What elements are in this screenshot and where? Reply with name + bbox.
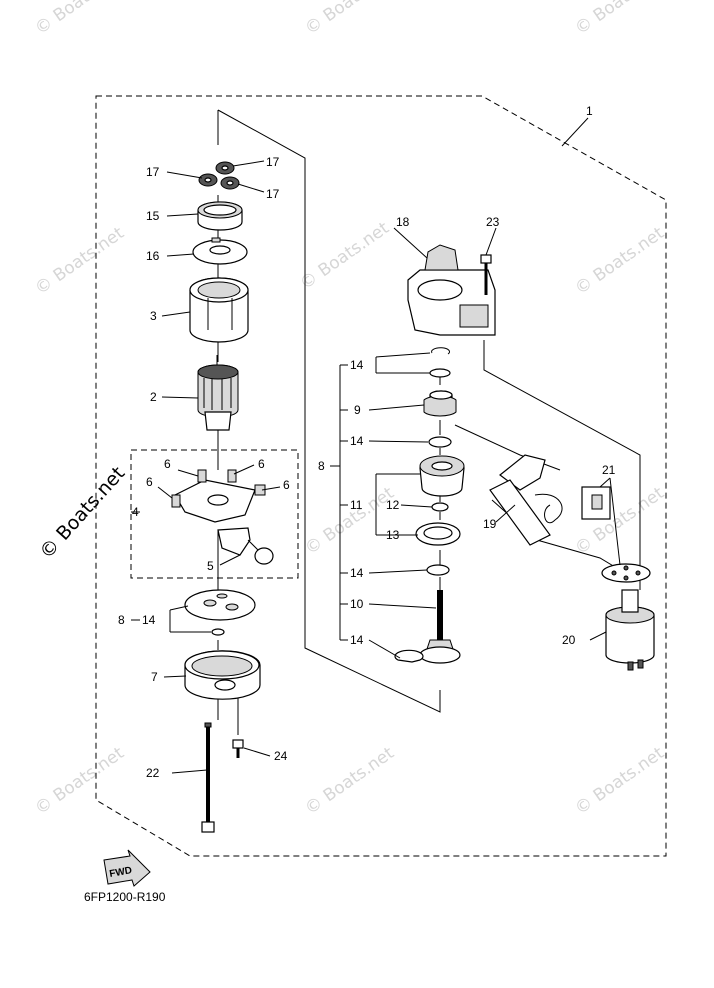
- part-21-seal: [581, 486, 651, 583]
- part-left-plate: [184, 589, 256, 621]
- callout-17: 17: [266, 187, 280, 201]
- watermark: © Boats.net: [301, 483, 398, 559]
- part-19-lever: [489, 454, 563, 546]
- watermark: © Boats.net: [31, 743, 128, 819]
- watermark: © Boats.net: [296, 218, 393, 294]
- callout-16: 16: [146, 249, 160, 263]
- callout-8: 8: [118, 613, 125, 627]
- fwd-arrow-icon: FWD: [103, 849, 151, 887]
- callout-6: 6: [146, 475, 153, 489]
- callout-13: 13: [386, 528, 400, 542]
- callout-3: 3: [150, 309, 157, 323]
- callout-8: 8: [318, 459, 325, 473]
- part-4-brush-holder: [171, 469, 266, 523]
- callout-6: 6: [283, 478, 290, 492]
- axis-lines: [217, 109, 441, 735]
- part-14-washer-low: [426, 564, 450, 576]
- callout-20: 20: [562, 633, 576, 647]
- watermark: © Boats.net: [31, 223, 128, 299]
- callout-19: 19: [483, 517, 497, 531]
- part-14-washer-mid: [428, 436, 452, 448]
- watermark: © Boats.net: [31, 0, 128, 39]
- callout-12: 12: [386, 498, 400, 512]
- callout-14: 14: [142, 613, 156, 627]
- callout-6: 6: [164, 457, 171, 471]
- part-12-ring: [431, 502, 449, 512]
- callout-22: 22: [146, 766, 160, 780]
- part-18-housing: [407, 244, 496, 336]
- part-5-brush: [217, 527, 274, 565]
- callout-9: 9: [354, 403, 361, 417]
- watermark: © Boats.net: [571, 0, 668, 39]
- part-13-plate: [415, 522, 461, 546]
- part-22-through-bolt: [201, 722, 215, 833]
- part-10-shaft: [419, 590, 461, 664]
- callout-7: 7: [151, 670, 158, 684]
- part-4-group-box: [130, 449, 299, 579]
- callout-17: 17: [146, 165, 160, 179]
- callout-21: 21: [602, 463, 616, 477]
- callout-14: 14: [350, 434, 364, 448]
- watermark: © Boats.net: [301, 0, 398, 39]
- callout-10: 10: [350, 597, 364, 611]
- part-20-solenoid: [605, 589, 655, 671]
- bracket-lines: [330, 352, 437, 659]
- callout-14: 14: [350, 633, 364, 647]
- part-14-clip-bottom: [394, 649, 424, 663]
- part-11-clutch: [419, 455, 465, 497]
- part-7-end-housing: [184, 650, 261, 700]
- callout-labels: 1 17 17 17 15 16 3 2 6 6 6 6 4 5 8 14 7 …: [118, 104, 616, 780]
- watermark: © Boats.net: [301, 743, 398, 819]
- callout-14: 14: [350, 566, 364, 580]
- part-16-plate: [192, 237, 248, 265]
- part-14-washer-top: [429, 368, 451, 378]
- watermark: © Boats.net: [571, 223, 668, 299]
- part-14-washer: [211, 628, 225, 636]
- fwd-label: FWD: [109, 865, 133, 880]
- watermark-main: © Boats.net: [35, 462, 129, 563]
- diagram-code: 6FP1200-R190: [84, 890, 166, 904]
- callout-24: 24: [274, 749, 288, 763]
- callout-17: 17: [266, 155, 280, 169]
- callout-15: 15: [146, 209, 160, 223]
- part-9-pinion: [423, 390, 457, 417]
- callout-4: 4: [132, 505, 139, 519]
- watermark: © Boats.net: [571, 743, 668, 819]
- callout-1: 1: [586, 104, 593, 118]
- callout-5: 5: [207, 559, 214, 573]
- part-17-bearings: [198, 161, 240, 190]
- bracket-21-lines: [599, 477, 621, 566]
- assembly-boundary: [95, 95, 667, 857]
- part-2-armature: [197, 355, 239, 440]
- callout-11: 11: [350, 498, 363, 512]
- watermarks: © Boats.net © Boats.net © Boats.net © Bo…: [31, 0, 668, 819]
- part-14-clip-top: [431, 347, 451, 355]
- part-3-yoke: [189, 277, 249, 343]
- part-24-screw: [232, 739, 244, 758]
- callout-6: 6: [258, 457, 265, 471]
- callout-18: 18: [396, 215, 410, 229]
- left-leader-lines: [131, 160, 607, 774]
- part-15-ring-gear: [197, 201, 243, 231]
- callout-2: 2: [150, 390, 157, 404]
- callout-14: 14: [350, 358, 364, 372]
- callout-23: 23: [486, 215, 500, 229]
